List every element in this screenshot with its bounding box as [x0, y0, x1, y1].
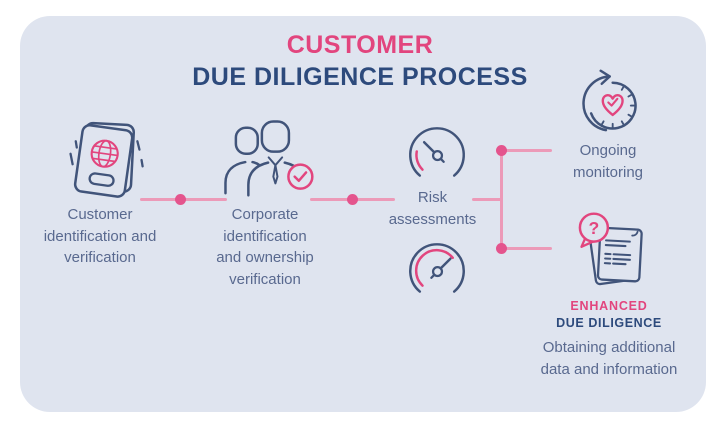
page-title: CUSTOMER DUE DILIGENCE PROCESS [0, 30, 720, 92]
connector-branch-bottom [502, 247, 552, 250]
edd-heading: ENHANCED DUE DILIGENCE [540, 298, 678, 332]
svg-text:?: ? [589, 218, 600, 238]
connector-riser-stub [472, 198, 502, 201]
connector-dot-1 [175, 194, 186, 205]
step-label-ongoing-monitoring: Ongoing monitoring [572, 142, 644, 181]
edd-description: Obtaining additional data and informatio… [540, 339, 678, 378]
connector-dot-bottom [496, 243, 507, 254]
monitoring-clock-refresh-icon [569, 64, 647, 142]
gauge-high-icon [401, 237, 473, 299]
edd-heading-enhanced: ENHANCED [570, 299, 648, 313]
connector-dot-top [496, 145, 507, 156]
documents-question-icon: ? [568, 208, 656, 296]
step-label-corporate-identification: Corporate identification and ownership v… [216, 206, 314, 288]
passport-icon [58, 112, 152, 206]
step-label-customer-identification: Customer identification and verification [43, 206, 157, 266]
step-label-risk-assessments: Risk assessments [388, 189, 477, 228]
connector-branch-top [502, 149, 552, 152]
corporate-persons-check-icon [213, 112, 317, 208]
title-line-customer: CUSTOMER [286, 31, 434, 59]
connector-vertical-line [500, 150, 503, 248]
edd-heading-due-diligence: DUE DILIGENCE [556, 316, 662, 330]
title-line-due-diligence: DUE DILIGENCE PROCESS [192, 63, 528, 91]
gauge-low-icon [401, 121, 473, 183]
connector-dot-2 [347, 194, 358, 205]
